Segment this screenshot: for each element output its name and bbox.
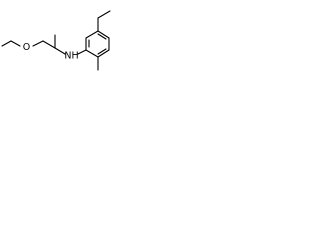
ring-bond-2-3 bbox=[85, 30, 99, 39]
chemical-structure: O NH bbox=[1, 10, 111, 71]
bond-ethyl-ch2-ch3 bbox=[97, 10, 111, 19]
ring-bond-5-6 bbox=[97, 49, 110, 58]
bond-methine-nitrogen bbox=[54, 47, 66, 55]
bond-ethyl-ch3-ch2 bbox=[1, 40, 12, 47]
bond-ch2-methine bbox=[42, 40, 56, 49]
bond-ethyl-ch2-oxygen bbox=[10, 40, 21, 47]
nitrogen-atom-label: NH bbox=[64, 51, 78, 62]
bond-nitrogen-ring bbox=[77, 49, 87, 55]
bond-oxygen-ch2 bbox=[32, 40, 44, 47]
oxygen-atom-label: O bbox=[23, 42, 30, 53]
ring-bond-3-4 bbox=[97, 30, 110, 39]
ring-bond-6-1 bbox=[85, 49, 99, 58]
ring-double-bond-c bbox=[97, 48, 107, 55]
ring-double-bond-b bbox=[97, 33, 107, 40]
